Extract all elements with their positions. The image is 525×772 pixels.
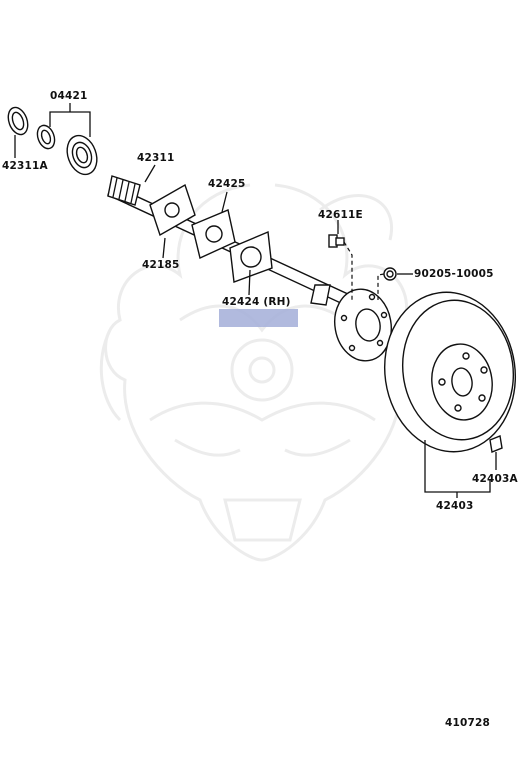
hub-flange-part: [334, 288, 392, 362]
part-label-42311a[interactable]: 42311A: [2, 160, 48, 172]
brake-drum-plug-part: [489, 435, 503, 453]
leader-42311: [144, 164, 156, 183]
bearing-ring-part: [36, 124, 56, 150]
leader-42425: [221, 191, 228, 213]
leader-04421: [49, 111, 91, 137]
leader-42424: [248, 269, 251, 296]
bearing-retainer-part: [229, 230, 273, 283]
part-label-04421[interactable]: 04421: [50, 90, 88, 102]
oil-seal-part: [7, 106, 29, 136]
part-label-42311[interactable]: 42311: [137, 152, 175, 164]
part-label-42403[interactable]: 42403: [436, 500, 474, 512]
bearing-part: [66, 134, 98, 176]
part-label-42424-rh[interactable]: 42424 (RH): [222, 296, 291, 308]
part-label-90205-10005[interactable]: 90205-10005: [414, 268, 494, 280]
part-label-42403a[interactable]: 42403A: [472, 473, 518, 485]
figure-number: 410728: [445, 717, 491, 729]
part-label-42611e[interactable]: 42611E: [318, 209, 363, 221]
brake-drum-part: [383, 291, 517, 453]
retainer-plate-part: [191, 209, 236, 259]
nut-part: [377, 267, 397, 300]
part-label-42185[interactable]: 42185: [142, 259, 180, 271]
hub-bolt-part: [328, 234, 353, 300]
highlight-selected-part: [219, 309, 298, 327]
leader-42185: [162, 237, 166, 259]
gasket-part: [149, 183, 196, 237]
part-label-42425[interactable]: 42425: [208, 178, 246, 190]
